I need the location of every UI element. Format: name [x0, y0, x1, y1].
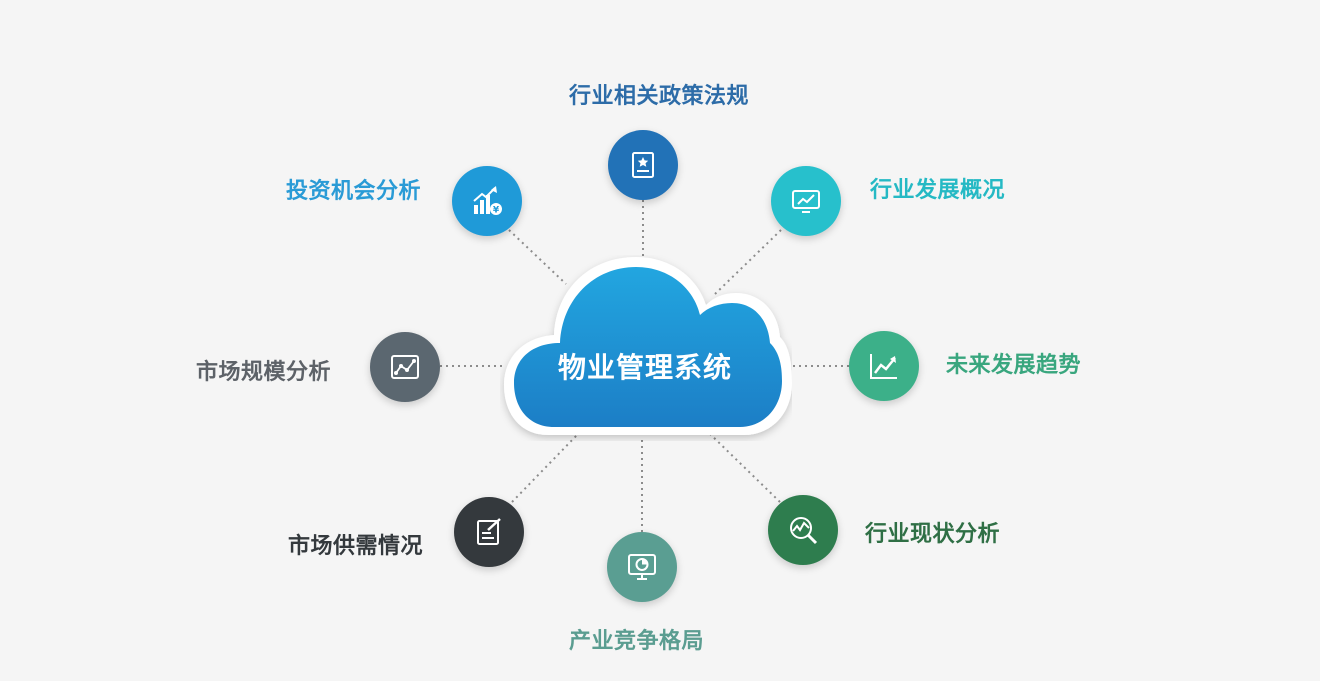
- trend-up-icon: [870, 354, 897, 379]
- magnifier-chart-icon: [790, 517, 818, 545]
- edit-note-icon: [477, 518, 501, 545]
- label-investment: 投资机会分析: [286, 179, 422, 204]
- label-overview: 行业发展概况: [870, 178, 1006, 203]
- monitor-chart-icon: [792, 190, 820, 213]
- node-trend[interactable]: [849, 331, 919, 401]
- label-supply-demand: 市场供需情况: [288, 534, 424, 559]
- badge-icon: [632, 152, 654, 178]
- node-competition[interactable]: [607, 532, 677, 602]
- node-overview[interactable]: [771, 166, 841, 236]
- node-policy[interactable]: [608, 130, 678, 200]
- bar-growth-icon: ¥: [473, 186, 502, 216]
- label-status: 行业现状分析: [865, 522, 1001, 547]
- connector-supply-demand: [511, 433, 579, 503]
- label-market-size: 市场规模分析: [196, 360, 332, 385]
- node-market-size[interactable]: [370, 332, 440, 402]
- svg-text:¥: ¥: [493, 206, 500, 216]
- node-status[interactable]: [768, 495, 838, 565]
- node-investment[interactable]: ¥: [452, 166, 522, 236]
- node-supply-demand[interactable]: [454, 497, 524, 567]
- label-policy: 行业相关政策法规: [569, 84, 750, 109]
- center-title: 物业管理系统: [557, 351, 732, 384]
- connector-status: [707, 431, 781, 503]
- line-chart-icon: [391, 355, 419, 379]
- cloud-shape: [504, 257, 792, 435]
- pie-monitor-icon: [628, 554, 656, 580]
- connector-investment: [508, 229, 567, 285]
- label-trend: 未来发展趋势: [946, 353, 1082, 378]
- label-competition: 产业竞争格局: [569, 629, 705, 654]
